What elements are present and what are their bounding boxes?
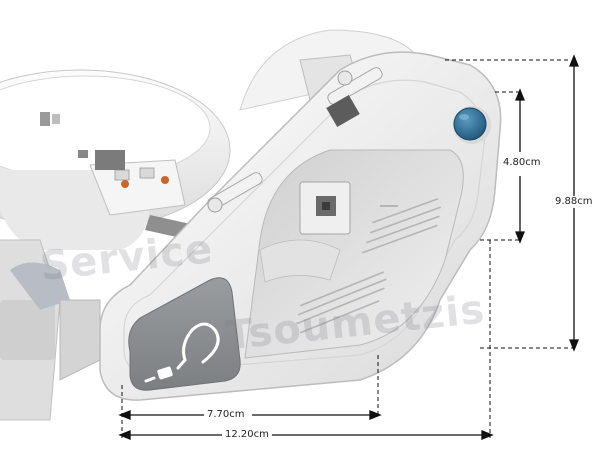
warning-text-block xyxy=(296,198,442,334)
power-cord-plug-icon xyxy=(144,322,220,383)
front-panel xyxy=(128,277,241,391)
total-width-label: 12.20cm xyxy=(224,429,270,441)
blue-knob xyxy=(453,106,491,144)
total-height-label: 9.88cm xyxy=(554,196,594,208)
appliance-body xyxy=(0,69,231,421)
inner-width-label: 7.70cm xyxy=(206,409,246,421)
inner-height-label: 4.80cm xyxy=(502,157,542,169)
inner-cavity xyxy=(244,149,464,359)
hinge-rods xyxy=(207,67,383,213)
